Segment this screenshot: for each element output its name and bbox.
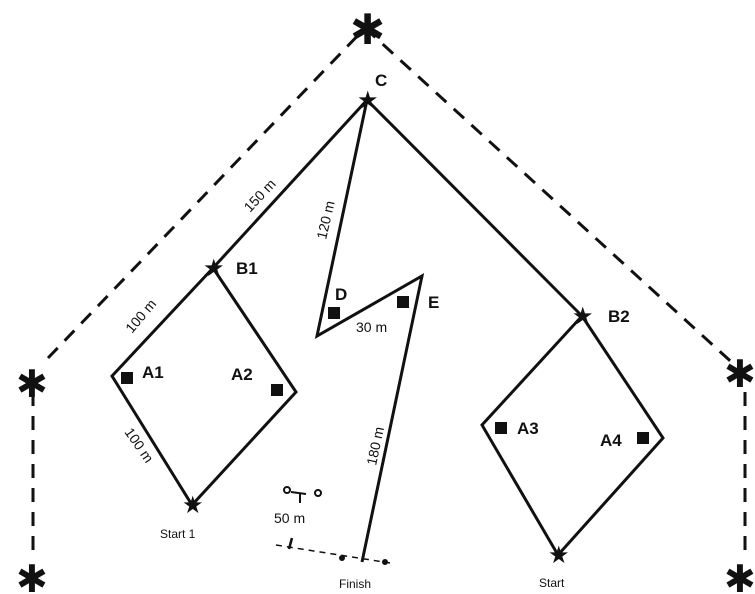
label-a3: A3 [517, 419, 539, 438]
corner-marker-left-top: ✱ [16, 364, 48, 406]
scale-glyph-left-circle [283, 486, 291, 494]
star-marker-c: ★ [357, 86, 379, 114]
distance-labels: 150 m 120 m 30 m 180 m 100 m 100 m 50 m [122, 176, 388, 526]
scale-glyph-right-circle [314, 489, 322, 497]
label-start1: Start 1 [160, 527, 196, 541]
star-markers: ★ ★ ★ ★ ★ [182, 86, 594, 569]
square-marker-a3 [495, 422, 507, 434]
label-c: C [375, 71, 387, 90]
distance-d-e: 30 m [356, 319, 387, 335]
boundary-left-diagonal [46, 26, 367, 360]
boundary-right-diagonal [363, 26, 740, 370]
distance-c-b1: 150 m [240, 176, 278, 215]
start-finish-labels: Start 1 Start Finish [160, 527, 565, 591]
star-marker-start: ★ [548, 541, 570, 569]
label-e: E [428, 293, 439, 312]
square-marker-a4 [637, 432, 649, 444]
label-b1: B1 [236, 259, 258, 278]
corner-marker-left-bottom: ✱ [16, 559, 48, 594]
label-b2: B2 [608, 307, 630, 326]
distance-c-d: 120 m [313, 199, 337, 241]
line-c-d-e-finish [314, 99, 425, 563]
star-marker-start1: ★ [182, 491, 204, 519]
distance-a1-start1: 100 m [122, 425, 157, 466]
corner-marker-right-top: ✱ [724, 354, 755, 396]
line-c-b2 [365, 98, 584, 318]
label-d: D [335, 285, 347, 304]
scale-glyph [283, 486, 322, 550]
finish-baseline [275, 544, 391, 564]
right-diamond [480, 313, 665, 558]
finish-arrow-mark [287, 537, 294, 550]
label-a4: A4 [600, 431, 622, 450]
finish-post-right [382, 559, 388, 565]
square-marker-d [328, 307, 340, 319]
star-marker-b1: ★ [203, 254, 225, 282]
finish-post-left [339, 555, 345, 561]
distance-scale: 50 m [274, 510, 305, 526]
label-a2: A2 [231, 365, 253, 384]
square-markers [121, 296, 649, 444]
square-marker-a1 [121, 372, 133, 384]
corner-marker-right-bottom: ✱ [724, 559, 755, 594]
left-diamond [110, 265, 298, 508]
label-finish: Finish [339, 577, 371, 591]
square-marker-e [397, 296, 409, 308]
square-marker-a2 [271, 384, 283, 396]
line-c-b1 [211, 98, 369, 270]
scale-glyph-mark [290, 491, 307, 503]
corner-markers: ✱ ✱ ✱ ✱ ✱ [16, 6, 755, 594]
point-labels: C B1 B2 D E A1 A2 A3 A4 [142, 71, 630, 450]
label-start: Start [539, 576, 565, 590]
route-lines [110, 98, 665, 565]
label-a1: A1 [142, 363, 164, 382]
distance-e-finish: 180 m [363, 425, 387, 466]
star-marker-b2: ★ [572, 302, 594, 330]
corner-marker-top: ✱ [350, 6, 385, 53]
outer-boundary [31, 26, 747, 560]
